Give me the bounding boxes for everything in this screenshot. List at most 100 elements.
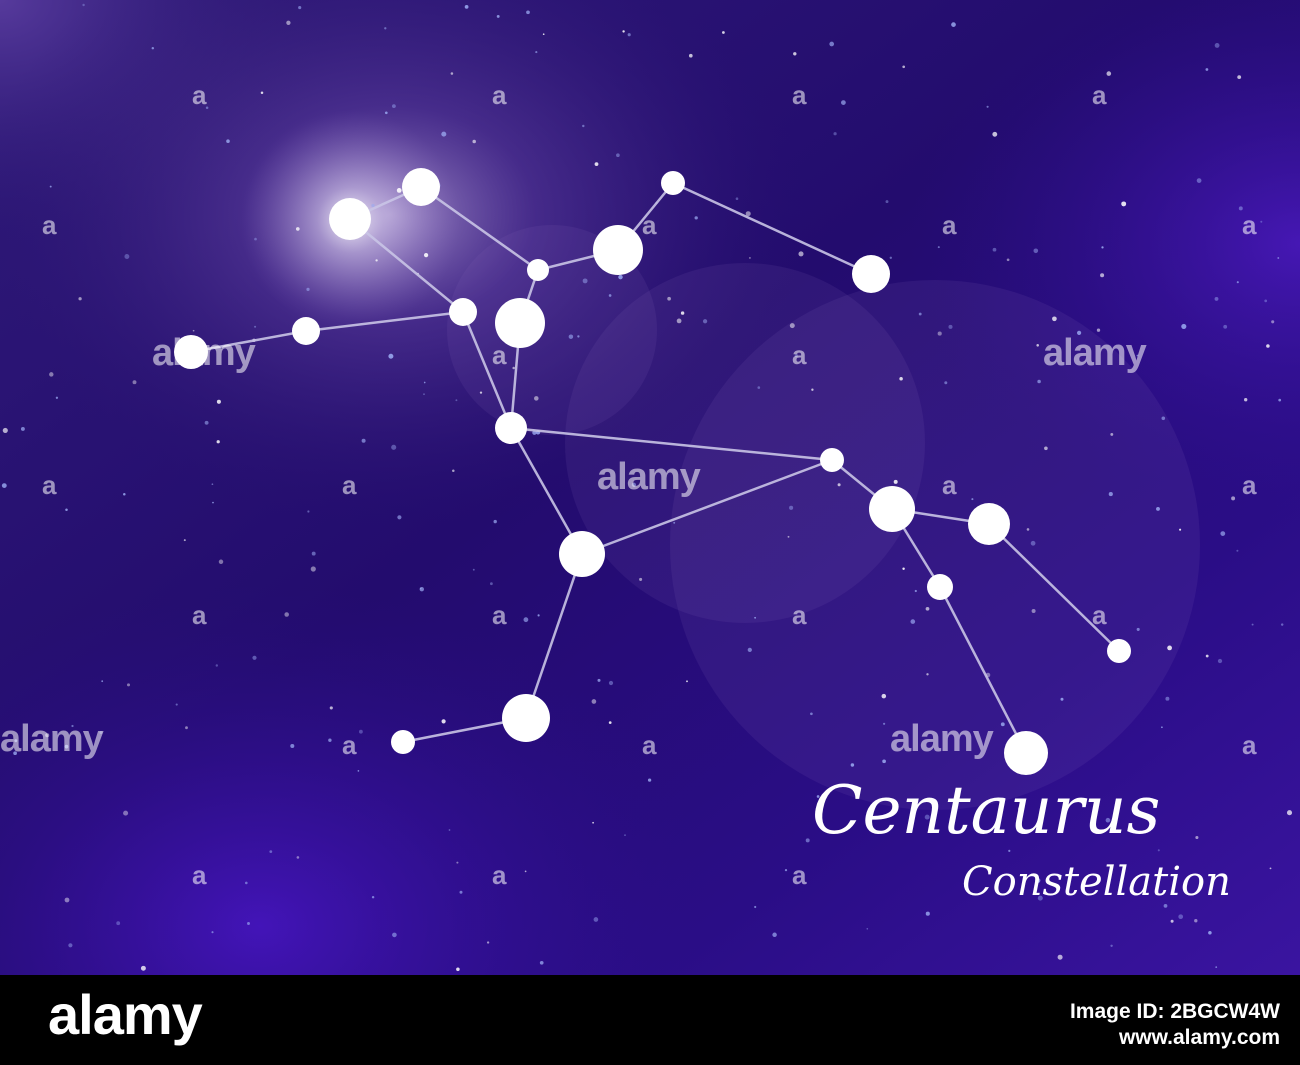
- background-star: [1077, 330, 1082, 335]
- site-url: www.alamy.com: [1118, 1026, 1280, 1050]
- background-star: [490, 582, 493, 586]
- background-star: [1205, 654, 1209, 658]
- background-star: [384, 27, 387, 30]
- background-star: [64, 744, 69, 749]
- background-star: [1208, 931, 1212, 935]
- background-star: [472, 568, 475, 571]
- watermark-mark: a: [792, 340, 807, 370]
- background-star: [419, 587, 424, 592]
- background-star: [1251, 623, 1254, 626]
- constellation-star: [527, 259, 549, 281]
- background-star: [793, 52, 797, 56]
- background-star: [1238, 206, 1243, 211]
- background-star: [582, 278, 588, 284]
- background-star: [594, 162, 599, 166]
- background-star: [833, 132, 837, 136]
- background-star: [1179, 528, 1182, 531]
- constellation-star: [449, 298, 477, 326]
- alamy-logo: alamy: [48, 983, 203, 1046]
- background-star: [359, 729, 363, 734]
- background-star: [1052, 316, 1057, 322]
- background-star: [486, 941, 490, 944]
- background-star: [456, 861, 459, 864]
- background-star: [798, 251, 804, 257]
- background-star: [1236, 549, 1239, 552]
- background-star: [925, 606, 930, 611]
- background-star: [357, 770, 360, 772]
- background-star: [789, 323, 795, 329]
- background-star: [542, 33, 545, 36]
- constellation-line: [461, 311, 513, 429]
- background-star: [388, 353, 394, 359]
- background-star: [754, 616, 756, 619]
- bokeh-circle: [565, 263, 925, 623]
- constellation-line: [420, 185, 539, 272]
- background-star: [185, 726, 188, 730]
- watermark-mark: a: [942, 210, 957, 240]
- background-star: [893, 479, 898, 484]
- background-star: [627, 33, 631, 37]
- background-star: [123, 810, 129, 816]
- background-star: [882, 759, 886, 764]
- background-star: [1008, 849, 1011, 852]
- background-star: [608, 721, 612, 724]
- background-star: [577, 335, 580, 338]
- background-star: [593, 917, 599, 922]
- background-star: [13, 751, 17, 756]
- background-star: [902, 65, 906, 69]
- background-star: [883, 722, 886, 725]
- background-star: [937, 246, 940, 249]
- background-star: [1030, 540, 1036, 546]
- background-star: [99, 730, 103, 735]
- background-star: [392, 932, 397, 938]
- background-star: [254, 325, 257, 328]
- constellation-line: [672, 181, 872, 276]
- background-star: [216, 399, 221, 404]
- background-star: [205, 106, 209, 110]
- background-star: [211, 483, 214, 486]
- background-star: [82, 3, 85, 7]
- background-star: [673, 521, 676, 524]
- background-star: [269, 850, 273, 853]
- background-star: [192, 329, 195, 332]
- constellation-star: [502, 694, 550, 742]
- background-star: [101, 680, 104, 683]
- background-star: [1057, 954, 1063, 960]
- constellation-line: [510, 426, 833, 462]
- background-star: [1280, 623, 1284, 626]
- background-star: [1108, 492, 1113, 497]
- background-star: [1194, 919, 1198, 923]
- background-star: [68, 943, 73, 948]
- watermark-text: alamy: [152, 332, 256, 374]
- watermark-mark: a: [192, 80, 207, 110]
- background-star: [1101, 246, 1104, 249]
- background-star: [881, 693, 887, 699]
- background-star: [537, 614, 540, 617]
- bokeh-circles: [447, 225, 1200, 810]
- background-star: [667, 296, 671, 301]
- background-star: [866, 927, 869, 930]
- background-star: [247, 922, 250, 925]
- background-star: [423, 381, 426, 384]
- constellation-line: [305, 310, 464, 333]
- constellation-stars: [174, 168, 1131, 775]
- background-star: [1269, 867, 1272, 870]
- background-star: [329, 706, 333, 710]
- background-star: [456, 967, 460, 972]
- stock-footer-bar: alamy Image ID: 2BGCW4W www.alamy.com: [0, 975, 1300, 1065]
- background-star: [694, 216, 698, 220]
- watermark-mark: a: [42, 470, 57, 500]
- background-star: [1105, 817, 1111, 823]
- background-star: [1264, 299, 1268, 303]
- background-star: [639, 577, 643, 581]
- background-star: [841, 100, 846, 105]
- watermark-mark: a: [792, 600, 807, 630]
- background-star: [1121, 201, 1127, 207]
- background-star: [211, 931, 214, 934]
- background-star: [2, 427, 8, 433]
- background-star: [1181, 323, 1187, 329]
- background-star: [702, 319, 708, 324]
- background-star: [512, 366, 515, 370]
- background-star: [361, 438, 366, 443]
- background-star: [493, 519, 497, 524]
